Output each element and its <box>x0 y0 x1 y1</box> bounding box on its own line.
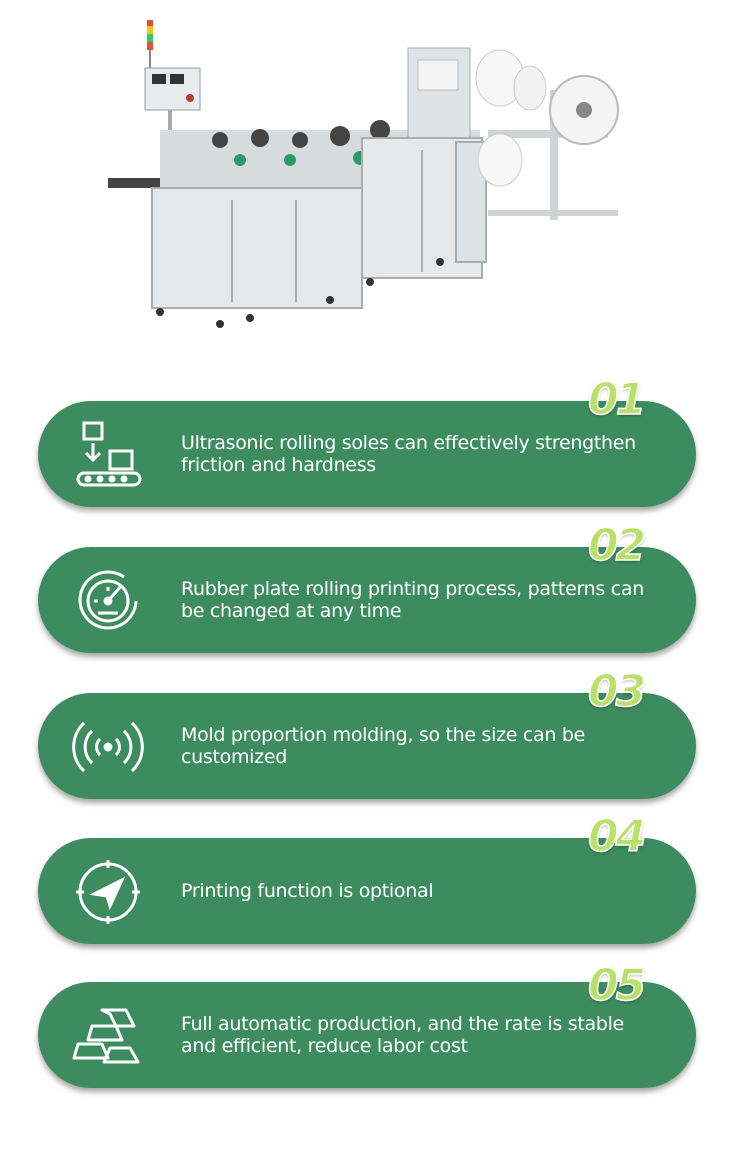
feature-number-1: 01 <box>587 373 647 426</box>
signal-waves-icon <box>72 721 144 773</box>
compass-icon <box>76 860 140 924</box>
feature-text-3: Mold proportion molding, so the size can… <box>181 724 586 768</box>
feature-number-4: 04 <box>587 810 647 863</box>
feature-text-5: Full automatic production, and the rate … <box>181 1013 624 1057</box>
gauge-icon <box>78 570 138 630</box>
gold-bars-icon <box>72 1008 140 1064</box>
feature-number-2: 02 <box>587 519 647 572</box>
feature-card-2: Rubber plate rolling printing process, p… <box>38 547 696 653</box>
feature-text-2: Rubber plate rolling printing process, p… <box>181 578 644 622</box>
conveyor-box-icon <box>76 421 142 487</box>
feature-text-4: Printing function is optional <box>181 880 434 902</box>
feature-number-3: 03 <box>587 665 647 718</box>
feature-card-3: Mold proportion molding, so the size can… <box>38 693 696 799</box>
feature-number-5: 05 <box>587 959 647 1012</box>
feature-card-5: Full automatic production, and the rate … <box>38 982 696 1088</box>
feature-card-4: Printing function is optional <box>38 838 696 944</box>
feature-text-1: Ultrasonic rolling soles can effectively… <box>181 432 636 476</box>
machine-image <box>108 20 619 328</box>
feature-card-1: Ultrasonic rolling soles can effectively… <box>38 401 696 507</box>
